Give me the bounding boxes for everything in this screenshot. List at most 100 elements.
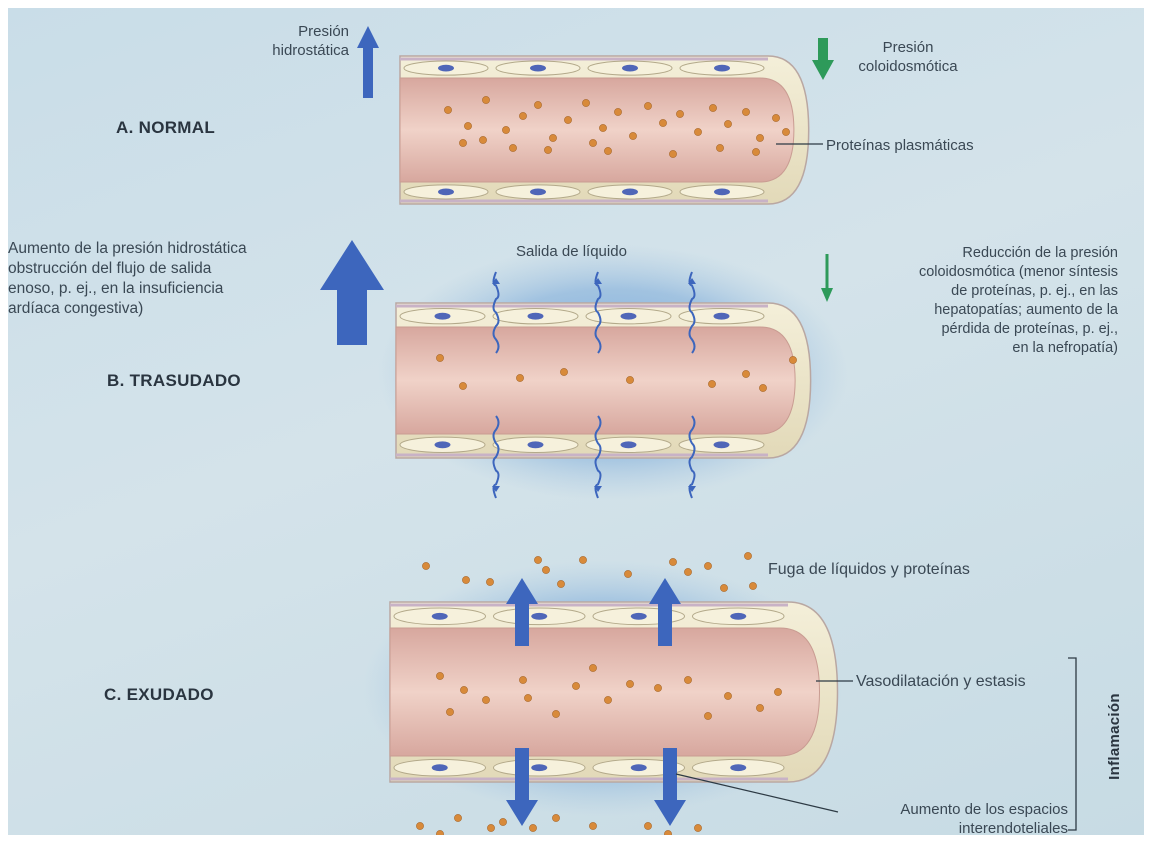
protein-dot-icon: [599, 124, 606, 131]
endothelial-nucleus: [435, 441, 451, 448]
protein-dot-icon: [462, 576, 469, 583]
protein-dot-icon: [724, 692, 731, 699]
protein-dot-icon: [436, 672, 443, 679]
protein-dot-icon: [436, 354, 443, 361]
protein-dot-icon: [752, 148, 759, 155]
up-arrow-icon: [320, 240, 384, 345]
up-arrow-icon: [357, 26, 379, 98]
endothelial-nucleus: [714, 189, 730, 196]
endothelial-nucleus: [435, 313, 451, 320]
protein-dot-icon: [669, 558, 676, 565]
protein-dot-icon: [499, 818, 506, 825]
protein-dot-icon: [626, 376, 633, 383]
protein-dot-icon: [516, 374, 523, 381]
interendothelial-gaps-label: Aumento de los espacios interendoteliale…: [836, 800, 1068, 835]
protein-dot-icon: [759, 384, 766, 391]
protein-dot-icon: [704, 562, 711, 569]
inflammation-bracket: [1068, 658, 1076, 830]
blood-vessel: [390, 602, 838, 782]
vessels: [390, 56, 838, 782]
vasodilation-stasis-label: Vasodilatación y estasis: [856, 672, 1026, 691]
protein-dot-icon: [694, 128, 701, 135]
reduced-oncotic-label: Reducción de la presión coloidosmótica (…: [876, 244, 1118, 358]
endothelial-nucleus: [622, 189, 638, 196]
protein-dot-icon: [460, 686, 467, 693]
protein-dot-icon: [519, 112, 526, 119]
protein-dot-icon: [589, 664, 596, 671]
protein-dot-icon: [544, 146, 551, 153]
blood-vessel: [396, 303, 811, 458]
protein-dot-icon: [589, 822, 596, 829]
protein-dot-icon: [669, 150, 676, 157]
protein-dot-icon: [644, 822, 651, 829]
protein-dot-icon: [529, 824, 536, 831]
endothelial-nucleus: [621, 313, 637, 320]
protein-dot-icon: [582, 99, 589, 106]
protein-dot-icon: [557, 580, 564, 587]
endothelial-nucleus: [714, 65, 730, 72]
protein-dot-icon: [486, 578, 493, 585]
protein-dot-icon: [789, 356, 796, 363]
protein-dot-icon: [742, 370, 749, 377]
protein-dot-icon: [524, 694, 531, 701]
protein-dot-icon: [659, 119, 666, 126]
fluid-protein-leak-label: Fuga de líquidos y proteínas: [768, 560, 970, 579]
diagram-page: A. NORMAL Presión hidrostática Presión c…: [8, 8, 1144, 835]
protein-dot-icon: [436, 830, 443, 835]
protein-dot-icon: [572, 682, 579, 689]
protein-dot-icon: [502, 126, 509, 133]
vessel-lumen: [400, 78, 794, 182]
endothelial-nucleus: [528, 441, 544, 448]
endothelial-nucleus: [730, 613, 746, 620]
endothelial-nucleus: [438, 189, 454, 196]
endothelial-nucleus: [714, 441, 730, 448]
protein-dot-icon: [676, 110, 683, 117]
protein-dot-icon: [756, 134, 763, 141]
protein-dot-icon: [534, 101, 541, 108]
protein-dot-icon: [560, 368, 567, 375]
protein-dot-icon: [684, 676, 691, 683]
protein-dot-icon: [644, 102, 651, 109]
endothelial-nucleus: [621, 441, 637, 448]
plasma-proteins-label: Proteínas plasmáticas: [826, 136, 974, 155]
panel-a-title: A. NORMAL: [116, 118, 215, 138]
protein-dot-icon: [742, 108, 749, 115]
protein-dot-icon: [416, 822, 423, 829]
protein-dot-icon: [509, 144, 516, 151]
protein-dot-icon: [549, 134, 556, 141]
fluid-outflow-label: Salida de líquido: [516, 242, 627, 261]
endothelial-nucleus: [631, 613, 647, 620]
increased-hydrostatic-label: Aumento de la presión hidrostática obstr…: [8, 239, 308, 319]
protein-dot-icon: [454, 814, 461, 821]
protein-dot-icon: [654, 684, 661, 691]
protein-dot-icon: [422, 562, 429, 569]
protein-dot-icon: [708, 380, 715, 387]
protein-dot-icon: [684, 568, 691, 575]
endothelial-nucleus: [528, 313, 544, 320]
endothelial-nucleus: [730, 764, 746, 771]
protein-dot-icon: [772, 114, 779, 121]
protein-dot-icon: [664, 830, 671, 835]
protein-dot-icon: [604, 696, 611, 703]
protein-dot-icon: [479, 136, 486, 143]
protein-dot-icon: [552, 710, 559, 717]
panel-b-title: B. TRASUDADO: [107, 371, 241, 391]
protein-dot-icon: [459, 382, 466, 389]
protein-dot-icon: [724, 120, 731, 127]
protein-dot-icon: [519, 676, 526, 683]
protein-dot-icon: [626, 680, 633, 687]
protein-dot-icon: [482, 96, 489, 103]
vessel-lumen: [390, 628, 820, 756]
protein-dot-icon: [782, 128, 789, 135]
endothelial-nucleus: [531, 764, 547, 771]
inflammation-bracket-label: Inflamación: [1106, 693, 1123, 780]
endothelial-nucleus: [438, 65, 454, 72]
protein-dot-icon: [709, 104, 716, 111]
protein-dot-icon: [720, 584, 727, 591]
protein-dot-icon: [604, 147, 611, 154]
protein-dot-icon: [749, 582, 756, 589]
endothelial-nucleus: [631, 764, 647, 771]
protein-dot-icon: [534, 556, 541, 563]
panel-c-title: C. EXUDADO: [104, 685, 214, 705]
protein-dot-icon: [704, 712, 711, 719]
